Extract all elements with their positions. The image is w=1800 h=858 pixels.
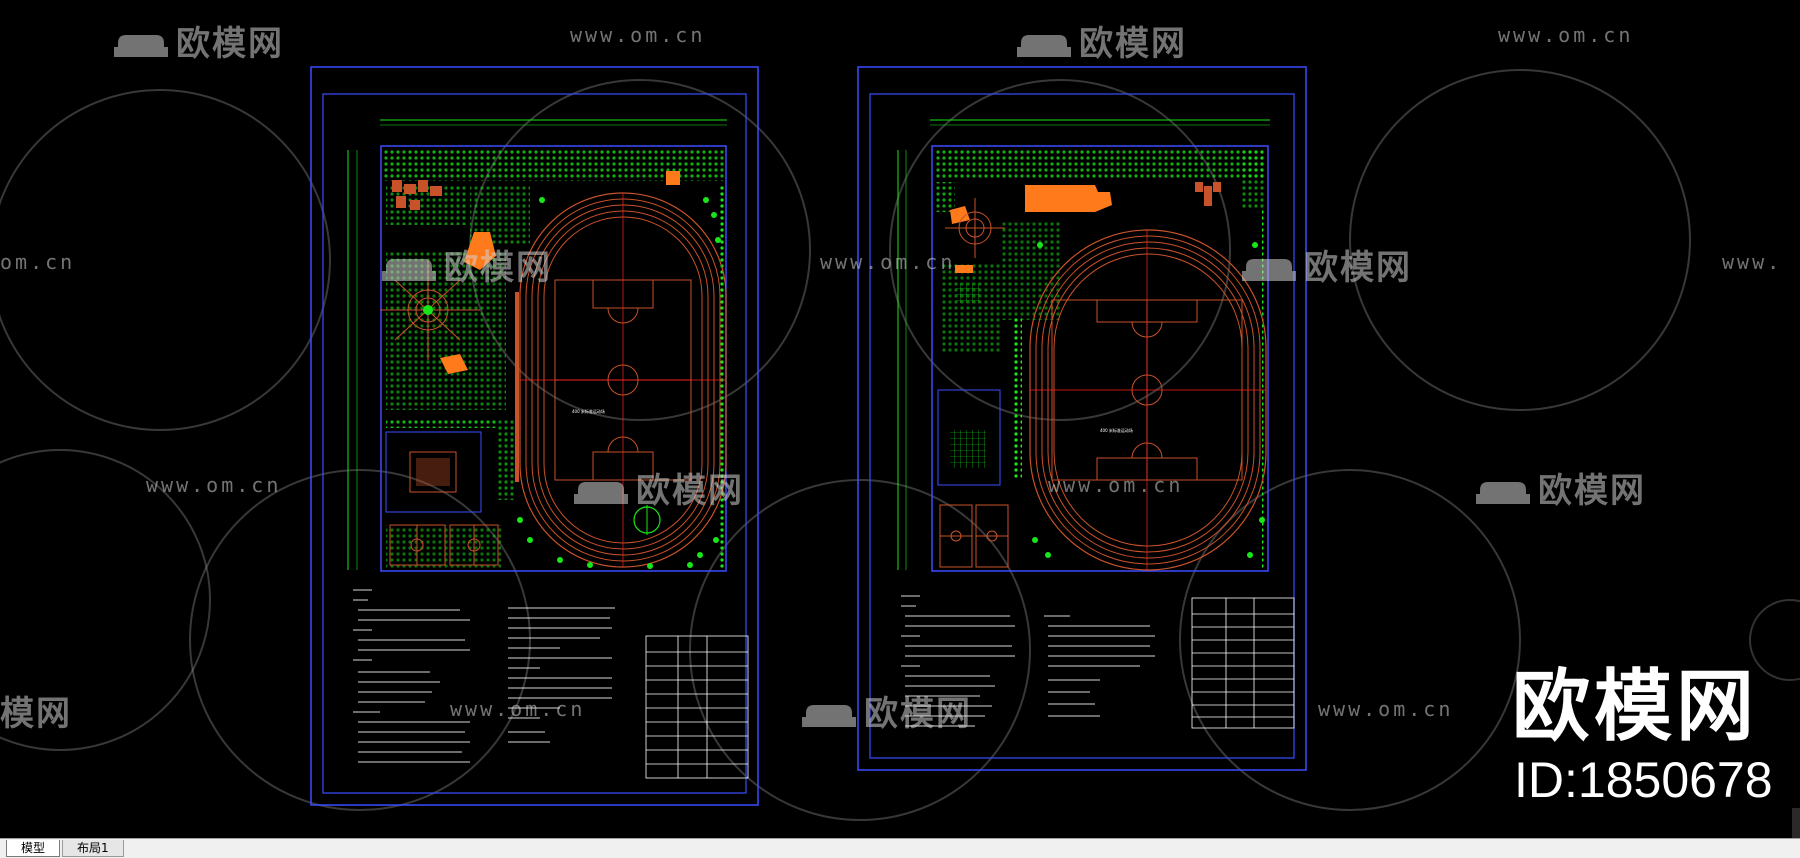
watermark-circles [0, 69, 1691, 821]
drawing-sheet-1[interactable]: 400 米标准运动场 [310, 66, 759, 806]
sheet2-field-label: 400 米标准运动场 [1100, 427, 1133, 433]
cad-drawing-viewport[interactable]: 400 米标准运动场 [0, 0, 1800, 838]
vertical-scrollbar[interactable] [1792, 808, 1800, 838]
layout-tab-bar: 模型 布局1 [0, 838, 1800, 858]
model-id-label: ID:1850678 [1514, 752, 1773, 808]
brand-name-large: 欧模网 [1512, 662, 1759, 752]
cad-drawing-canvas: 400 米标准运动场 [0, 66, 1800, 821]
sheet1-field-label: 400 米标准运动场 [572, 408, 605, 414]
tab-model[interactable]: 模型 [6, 840, 60, 857]
tab-layout1[interactable]: 布局1 [62, 840, 124, 857]
drawing-sheet-2[interactable]: 400 米标准运动场 [857, 66, 1307, 771]
